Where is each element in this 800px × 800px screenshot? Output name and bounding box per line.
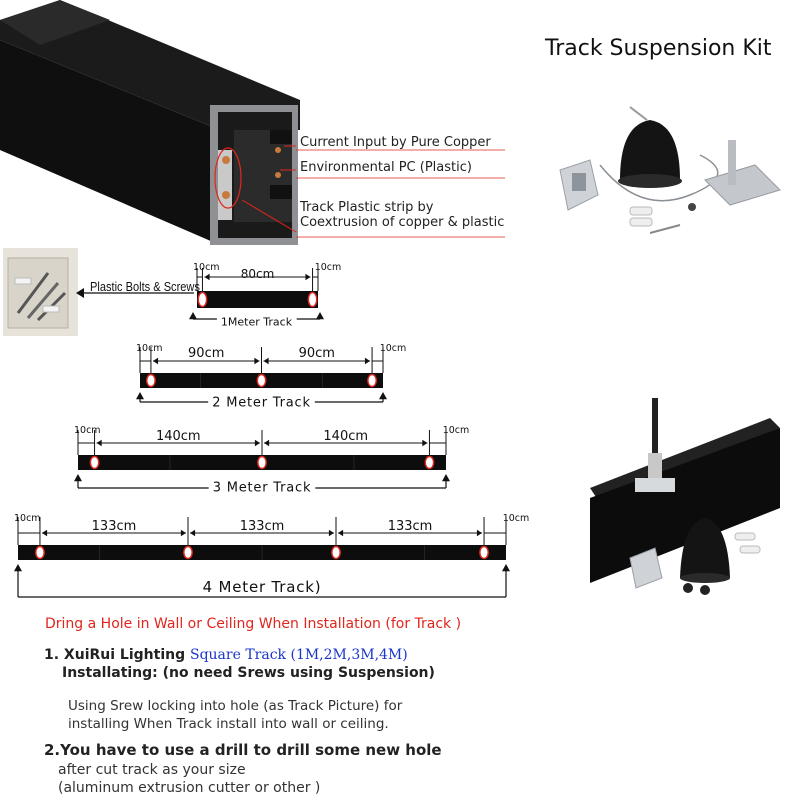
track-name: 3 Meter Track — [213, 480, 312, 495]
arrow-head — [305, 273, 311, 281]
step2-body: after cut track as your size (aluminum e… — [58, 761, 320, 797]
margin-label-right: 10cm — [380, 343, 407, 354]
arrow-head — [476, 529, 483, 537]
mounting-hole — [145, 373, 156, 388]
suspension-kit-image — [559, 106, 781, 234]
margin-label-right: 10cm — [503, 513, 530, 524]
mounting-hole — [479, 545, 489, 560]
arrow-head — [14, 564, 22, 572]
arrow-head — [74, 474, 82, 482]
margin-label-right: 10cm — [315, 262, 342, 273]
arrow-head — [254, 357, 260, 365]
mounting-hole — [256, 373, 267, 388]
track-name: 1Meter Track — [221, 316, 293, 329]
span-label: 80cm — [241, 267, 275, 281]
arrow-head — [254, 439, 260, 447]
step1-title: 1. XuiRui Lighting Square Track (1M,2M,3… — [44, 647, 408, 663]
step2-title: 2.You have to use a drill to drill some … — [44, 741, 442, 759]
arrow-head — [338, 529, 344, 537]
track-name-bg — [216, 315, 297, 329]
step1-prefix: 1. XuiRui Lighting — [44, 647, 190, 663]
step2-line1: after cut track as your size — [58, 762, 246, 778]
arrow-head — [502, 564, 510, 572]
page-title: Track Suspension Kit — [545, 36, 772, 61]
margin-label-left: 10cm — [193, 262, 220, 273]
step1-highlight: Square Track (1M,2M,3M,4M) — [189, 647, 408, 663]
track-installed-image — [590, 398, 780, 595]
mounting-hole — [197, 291, 208, 308]
arrow-head — [136, 392, 144, 400]
span-label: 90cm — [299, 346, 335, 361]
mounting-hole — [35, 545, 45, 560]
step1-line2: Installating: (no need Srews using Suspe… — [62, 665, 435, 681]
track-name: 2 Meter Track — [212, 395, 311, 410]
mounting-hole — [257, 455, 267, 470]
track-name-bg — [208, 395, 315, 411]
tracks-diagram: 10cm 10cm 80cm 1Meter Track 10cm 10cm 90cm 90cm… — [14, 262, 530, 598]
step1-paragraph: Using Srew locking into hole (as Track P… — [68, 697, 402, 733]
arrow-head — [264, 439, 270, 447]
mounting-hole — [183, 545, 193, 560]
arrow-head — [204, 273, 210, 281]
track-profile-image — [0, 0, 300, 245]
mounting-hole — [89, 455, 100, 470]
callout-strip-line1: Track Plastic strip by — [300, 200, 434, 215]
span-label: 140cm — [156, 429, 201, 444]
arrow-head — [263, 357, 269, 365]
track-name: 4 Meter Track) — [203, 578, 322, 596]
margin-label-left: 10cm — [136, 343, 163, 354]
callout-lines — [241, 145, 505, 238]
mounting-hole — [424, 455, 435, 470]
arrow-head — [328, 529, 335, 537]
arrow-head — [41, 529, 48, 537]
arrow-head — [152, 357, 159, 365]
span-label: 133cm — [92, 519, 137, 534]
bolts-label: Plastic Bolts & Screws — [90, 279, 200, 294]
arrow-head — [316, 312, 324, 320]
callout-pc: Environmental PC (Plastic) — [300, 160, 472, 175]
para-line2: installing When Track install into wall … — [68, 716, 389, 732]
margin-label-right: 10cm — [443, 425, 470, 436]
arrow-head — [442, 474, 450, 482]
mounting-hole — [331, 545, 341, 560]
track-name-bg — [208, 480, 316, 496]
track-bar — [197, 291, 318, 308]
span-label: 90cm — [188, 346, 224, 361]
arrow-head — [96, 439, 102, 447]
arrow-head — [364, 357, 371, 365]
arrow-head — [422, 439, 428, 447]
arrow-head — [189, 529, 196, 537]
arrow-head — [180, 529, 186, 537]
span-label: 140cm — [323, 429, 368, 444]
para-line1: Using Srew locking into hole (as Track P… — [68, 698, 403, 714]
margin-label-left: 10cm — [74, 425, 101, 436]
span-label: 133cm — [388, 519, 433, 534]
mounting-hole — [307, 291, 318, 308]
arrow-head — [189, 312, 197, 320]
span-label: 133cm — [240, 519, 285, 534]
margin-label-left: 10cm — [14, 513, 41, 524]
warning-text: Dring a Hole in Wall or Ceiling When Ins… — [45, 616, 462, 632]
bolts-photo — [3, 248, 78, 336]
mounting-hole — [367, 373, 378, 388]
callout-copper: Current Input by Pure Copper — [300, 135, 491, 150]
step2-line2: (aluminum extrusion cutter or other ) — [58, 780, 321, 796]
callout-strip-line2: Coextrusion of copper & plastic — [300, 215, 505, 230]
arrow-head — [379, 392, 387, 400]
bolts-arrow — [76, 288, 194, 298]
